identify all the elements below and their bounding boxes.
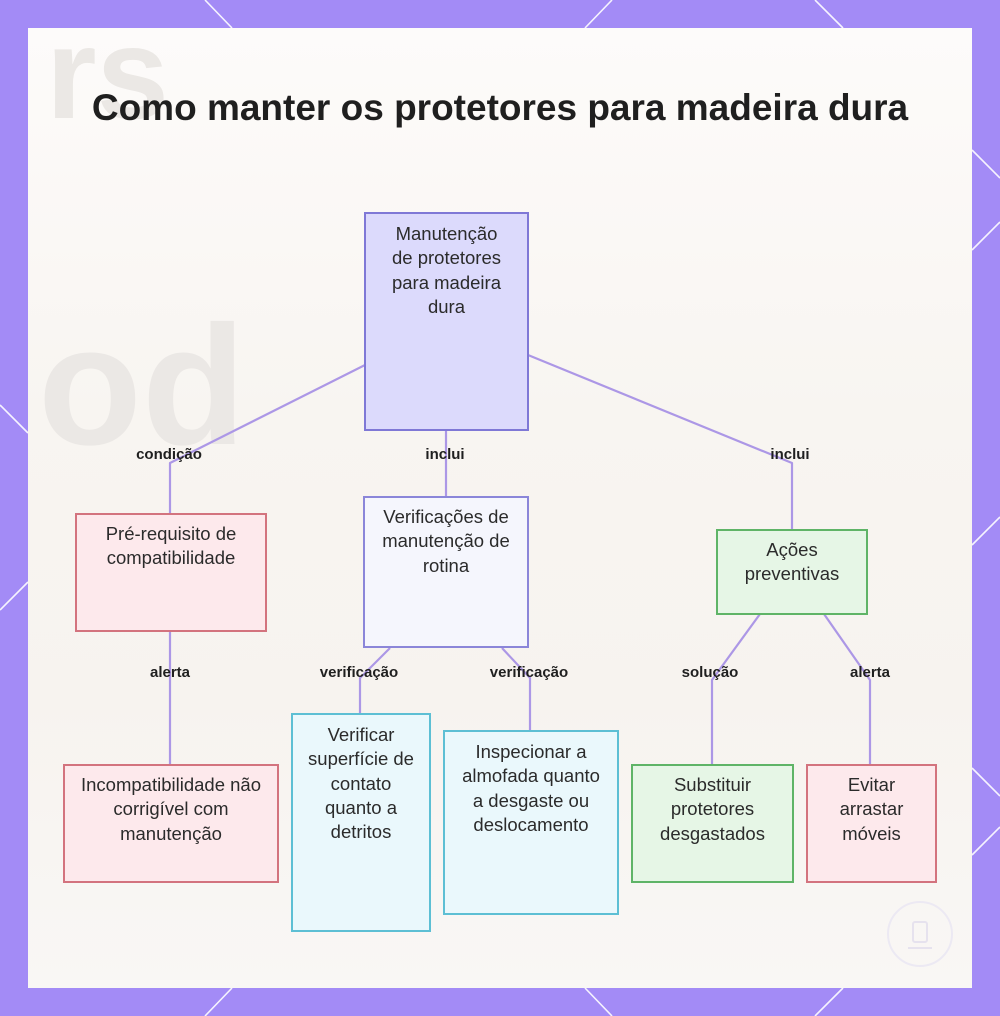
edge-label-verificacao: verificação [319,664,399,681]
node-check-surface[interactable]: Verificar superfície de contato quanto a… [291,713,431,932]
background-watermark: od [38,291,246,481]
edge-label-verificacao: verificação [489,664,569,681]
node-routine[interactable]: Verificações de manutenção de rotina [363,496,529,648]
edge-root-prerequisite [168,364,366,514]
edge-label-alerta: alerta [149,664,191,681]
edge-preventive-avoid-drag [823,613,872,765]
node-prerequisite[interactable]: Pré-requisito de compatibilidade [75,513,267,632]
brand-logo-icon [887,901,953,967]
edge-root-preventive [527,353,794,530]
node-incompatibility[interactable]: Incompatibilidade não corrigível com man… [63,764,279,883]
edge-label-alerta: alerta [849,664,891,681]
node-avoid-drag[interactable]: Evitar arrastar móveis [806,764,937,883]
edge-label-inclui: inclui [425,446,465,463]
node-replace[interactable]: Substituir protetores desgastados [631,764,794,883]
edge-preventive-replace [710,613,761,765]
node-inspect-pad[interactable]: Inspecionar a almofada quanto a desgaste… [443,730,619,915]
edge-label-solucao: solução [681,664,739,681]
background-watermark: rs [46,28,169,146]
diagram-title: Como manter os protetores para madeira d… [91,87,909,128]
node-root[interactable]: Manutenção de protetores para madeira du… [364,212,529,431]
node-preventive[interactable]: Ações preventivas [716,529,868,615]
edge-routine-inspect-pad [501,647,532,731]
edge-label-condicao: condição [136,446,202,463]
edge-routine-check-surface [358,647,391,714]
edge-label-inclui: inclui [770,446,810,463]
